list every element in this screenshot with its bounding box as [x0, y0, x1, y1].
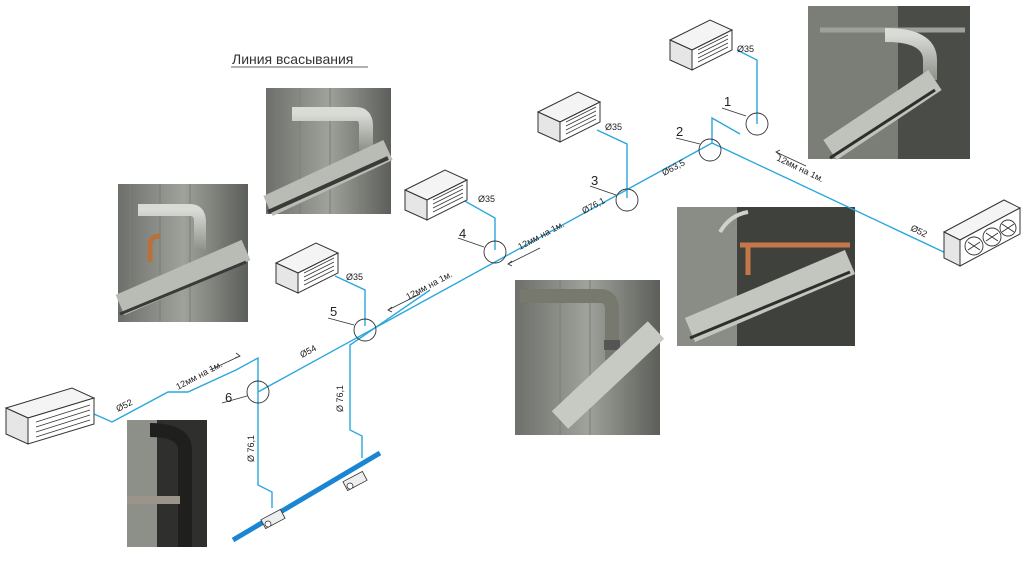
- evaporator-unit-3: [536, 91, 602, 143]
- branch-node-6: [93, 356, 259, 423]
- branch-node-3: [596, 129, 628, 198]
- condenser-unit: [942, 199, 1022, 267]
- evaporator-unit-6: [4, 387, 96, 445]
- photo-elbow-top-center: [263, 88, 393, 216]
- compressor-right: [342, 470, 368, 492]
- node-label-3: 3: [591, 173, 598, 188]
- node-circle-5: [353, 318, 377, 342]
- diameter-label-node-4: Ø35: [478, 194, 495, 204]
- branch-node-1: [736, 49, 758, 124]
- node-label-6: 6: [225, 390, 232, 405]
- diameter-label-segment-5-6: Ø54: [298, 343, 318, 360]
- evaporator-unit-4: [403, 169, 469, 221]
- diameter-label-node-3: Ø35: [605, 122, 622, 132]
- node-label-1: 1: [724, 94, 731, 109]
- branch-node-5: [334, 275, 366, 326]
- pipe-to-condenser: [711, 142, 951, 256]
- branch-node-4: [462, 199, 496, 250]
- diameter-label-node-2: Ø63,5: [660, 157, 686, 177]
- diameter-label-main: Ø76,1: [580, 195, 606, 215]
- node-circle-3: [615, 188, 639, 212]
- node-circle-4: [483, 240, 507, 264]
- evaporator-unit-5: [274, 242, 340, 294]
- drop-right: [349, 289, 431, 458]
- node-label-4: 4: [459, 226, 466, 241]
- slope-label-3: 12мм на 1м.: [516, 219, 566, 252]
- evaporator-unit-1: [668, 19, 734, 71]
- suction-main-pipe: [257, 142, 713, 393]
- compressor-left: [260, 508, 286, 530]
- riser-node-2: [711, 116, 741, 143]
- slope-arrows: [209, 149, 807, 371]
- diameter-label-drop-6: Ø 76,1: [246, 435, 256, 462]
- slope-label-2: 12мм на 1м.: [404, 269, 454, 302]
- photo-branch-center: [515, 280, 665, 435]
- diameter-label-drop-right: Ø 76,1: [335, 385, 345, 412]
- diameter-label-node-5: Ø35: [346, 272, 363, 282]
- drop-node-6: [257, 392, 273, 508]
- pipe-network: [93, 49, 951, 508]
- photo-elbow-left: [115, 184, 251, 322]
- node-circle-6: [246, 380, 270, 404]
- photo-copper-right: [677, 207, 856, 346]
- node-circle-1: [745, 112, 769, 136]
- header-manifolds: [231, 450, 382, 543]
- manifold-bar: [231, 450, 382, 543]
- node-markers: [221, 107, 769, 404]
- node-circle-2: [698, 138, 722, 162]
- diagram-title: Линия всасывания: [232, 51, 353, 67]
- diameter-label-node-1: Ø35: [737, 44, 754, 54]
- node-label-5: 5: [330, 304, 337, 319]
- photo-riser-bottom-left: [127, 420, 207, 547]
- node-label-2: 2: [676, 124, 683, 139]
- photo-corner-top-right: [808, 6, 970, 160]
